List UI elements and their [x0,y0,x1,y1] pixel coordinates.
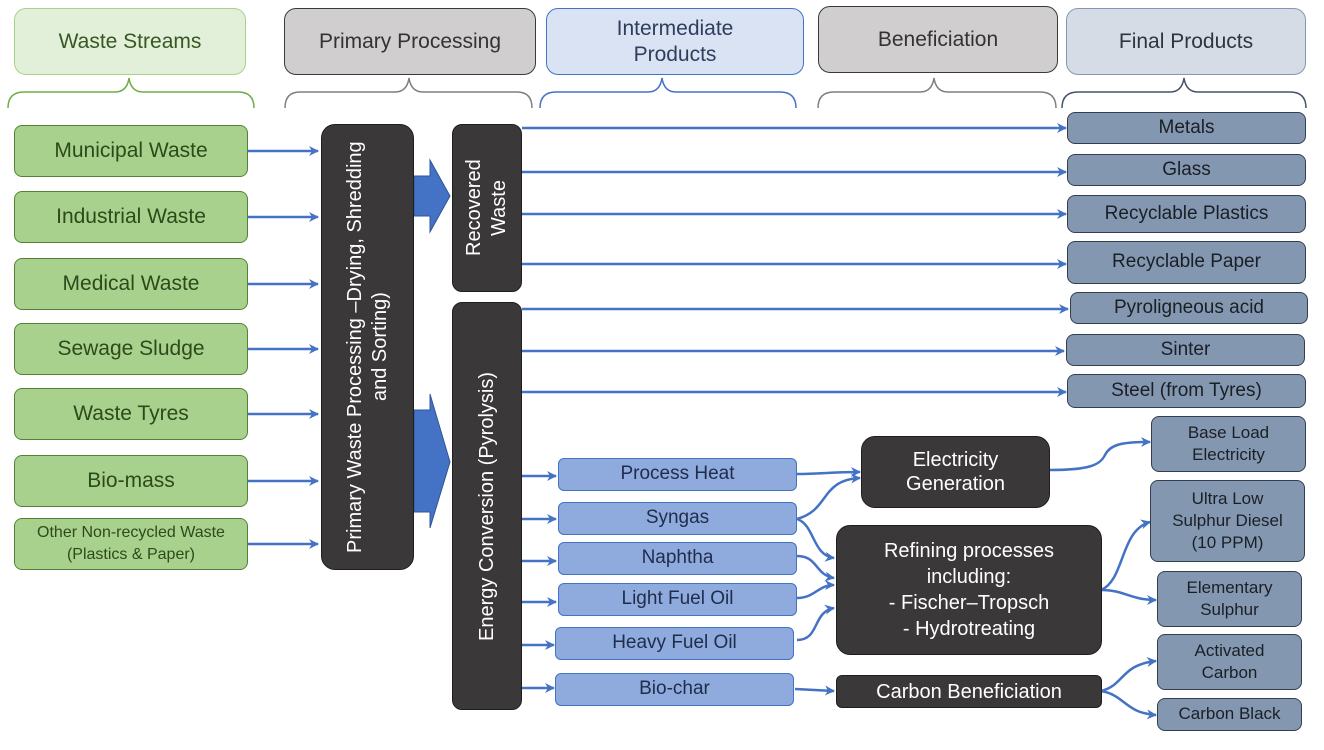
arrow-syngas-refining [796,517,835,562]
header-intermediate-products-label: Intermediate Products [616,17,734,66]
waste-label: Waste Tyres [73,402,189,426]
refining-processes: Refining processes including: - Fischer–… [836,525,1102,655]
final-label: Glass [1162,158,1211,180]
block-arrows [413,158,451,529]
waste-municipal: Municipal Waste [14,125,248,177]
arrow-refining-sulphur [1100,588,1157,605]
brace-beneficiation [817,77,1057,109]
energy-conversion: Energy Conversion (Pyrolysis) [452,302,522,710]
intermediate-bio-char: Bio-char [555,673,794,706]
final-ultra-low-sulphur-diesel: Ultra Low Sulphur Diesel (10 PPM) [1150,480,1305,562]
final-label: Sinter [1160,338,1211,360]
arrow-naphtha-refining [796,554,835,582]
final-elementary-sulphur: Elementary Sulphur [1157,571,1302,627]
final-sinter: Sinter [1066,334,1305,366]
intermediate-label: Naphtha [641,547,714,569]
header-final-products-label: Final Products [1118,29,1254,53]
final-pyroligneous-acid: Pyroligneous acid [1070,292,1308,324]
arrow-electricity-baseload [1048,437,1151,472]
waste-label: Municipal Waste [54,139,208,163]
final-steel-from-tyres: Steel (from Tyres) [1067,374,1306,408]
waste-sewage-sludge: Sewage Sludge [14,323,248,375]
brace-primary [284,77,533,109]
intermediate-label: Heavy Fuel Oil [612,632,737,654]
recovered-waste: Recovered Waste [452,124,522,292]
electricity-generation-label: Electricity Generation [906,449,1005,495]
final-label: Steel (from Tyres) [1111,379,1262,401]
waste-medical: Medical Waste [14,258,248,310]
primary-waste-processing: Primary Waste Processing –Drying, Shredd… [321,124,414,570]
intermediate-label: Process Heat [620,463,735,485]
arrow-carbon-activated [1100,657,1157,693]
block-arrow-recovered [413,158,451,234]
brace-waste [7,77,255,109]
final-label: Activated Carbon [1194,640,1265,682]
final-label: Ultra Low Sulphur Diesel (10 PPM) [1172,488,1283,553]
refining-item-fischer-tropsch: - Fischer–Tropsch [888,592,1050,614]
column-braces [7,77,1307,109]
block-arrow-energy [413,393,451,529]
refining-title: Refining processes including: [883,540,1055,588]
header-waste-streams-label: Waste Streams [58,29,202,53]
final-label: Pyroligneous acid [1114,296,1264,318]
header-intermediate-products: Intermediate Products [546,8,804,75]
intermediate-syngas: Syngas [558,502,797,535]
carbon-beneficiation: Carbon Beneficiation [836,675,1102,708]
waste-label: Industrial Waste [56,205,206,229]
waste-label: Other Non-recycled Waste (Plastics & Pap… [37,524,225,563]
waste-biomass: Bio-mass [14,455,248,507]
intermediate-naphtha: Naphtha [558,542,797,575]
intermediate-process-heat: Process Heat [558,458,797,491]
header-beneficiation: Beneficiation [818,6,1058,73]
recovered-waste-label: Recovered Waste [463,159,510,257]
final-label: Metals [1158,116,1215,138]
header-beneficiation-label: Beneficiation [877,27,999,51]
final-label: Elementary Sulphur [1186,577,1273,619]
waste-label: Bio-mass [87,469,175,493]
intermediate-light-fuel-oil: Light Fuel Oil [558,583,797,616]
intermediate-heavy-fuel-oil: Heavy Fuel Oil [555,627,794,660]
final-label: Recyclable Plastics [1104,202,1269,224]
final-activated-carbon: Activated Carbon [1157,634,1302,690]
waste-other-non-recycled: Other Non-recycled Waste (Plastics & Pap… [14,518,248,570]
primary-processing-label: Primary Waste Processing –Drying, Shredd… [343,141,391,553]
final-label: Base Load Electricity [1187,422,1270,464]
header-waste-streams: Waste Streams [14,8,246,75]
brace-intermediate [539,77,797,109]
arrow-heat-electricity [796,467,861,478]
arrow-carbon-black [1100,689,1157,720]
arrow-biochar-carbon [794,685,835,696]
final-label: Carbon Black [1178,704,1281,724]
final-carbon-black: Carbon Black [1157,698,1302,731]
arrow-refining-ulsd [1100,519,1151,592]
final-glass: Glass [1067,154,1306,186]
arrow-hfo-refining [796,604,835,642]
electricity-generation: Electricity Generation [861,436,1050,508]
header-primary-processing: Primary Processing [284,8,536,75]
brace-final [1061,77,1307,109]
final-base-load-electricity: Base Load Electricity [1151,416,1306,472]
waste-industrial: Industrial Waste [14,191,248,243]
intermediate-label: Light Fuel Oil [621,588,734,610]
intermediate-label: Syngas [645,507,710,529]
final-recyclable-paper: Recyclable Paper [1067,241,1306,284]
waste-label: Medical Waste [62,272,200,296]
final-metals: Metals [1067,112,1306,144]
final-label: Recyclable Paper [1112,251,1261,273]
intermediate-label: Bio-char [639,678,710,700]
header-primary-processing-label: Primary Processing [318,29,502,53]
carbon-beneficiation-label: Carbon Beneficiation [876,680,1062,703]
final-recyclable-plastics: Recyclable Plastics [1067,195,1306,233]
waste-label: Sewage Sludge [57,337,205,361]
arrow-syngas-electricity [796,473,861,521]
energy-conversion-label: Energy Conversion (Pyrolysis) [475,371,498,641]
refining-item-hydrotreating: - Hydrotreating [902,618,1036,640]
waste-tyres: Waste Tyres [14,388,248,440]
arrow-lfo-refining [796,580,835,600]
header-final-products: Final Products [1066,8,1306,75]
